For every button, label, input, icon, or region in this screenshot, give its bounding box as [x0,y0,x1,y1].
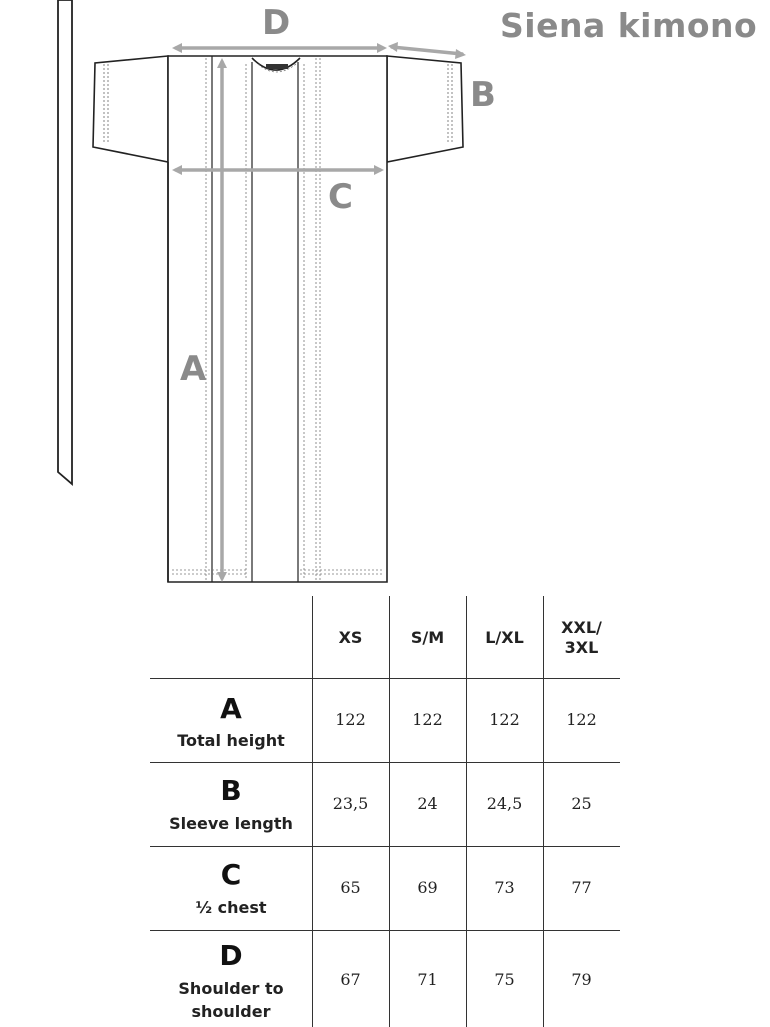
dimension-label-b: B [470,75,496,115]
cell-b-sm: 24 [417,794,438,813]
size-table: XS S/M L/XL XXL/ 3XL A Total height 122 … [0,596,770,1027]
cell-a-sm: 122 [412,710,443,729]
cell-c-lxl: 73 [494,878,515,897]
neckline [251,57,301,71]
cell-a-xs: 122 [335,710,366,729]
product-title: Siena kimono [500,6,758,45]
cell-b-xs: 23,5 [332,794,369,813]
column-header-xxl3xl: XXL/ 3XL [561,618,602,657]
dimension-label-a: A [180,349,207,389]
measure-b-arrow [390,45,464,56]
cell-d-lxl: 75 [494,970,515,989]
belt [57,0,73,486]
cell-a-lxl: 122 [489,710,520,729]
cell-c-xs: 65 [340,878,361,897]
column-header-sm: S/M [410,628,445,647]
cell-b-xxl3xl: 25 [571,794,592,813]
dimension-label-c: C [328,177,353,217]
row-label-c: ½ chest [195,898,267,917]
cell-d-xs: 67 [340,970,361,989]
row-letter-d: D [219,939,243,972]
kimono-body [167,55,388,583]
column-header-xs: XS [338,628,363,647]
row-letter-a: A [220,692,242,725]
row-label-b: Sleeve length [169,814,293,833]
row-letter-b: B [220,774,242,807]
cell-a-xxl3xl: 122 [566,710,597,729]
cell-c-sm: 69 [417,878,438,897]
row-label-a: Total height [177,731,285,750]
cell-b-lxl: 24,5 [486,794,523,813]
row-letter-c: C [220,858,242,891]
neck-label [266,64,288,69]
row-label-d: Shoulder to shoulder [178,979,284,1021]
cell-d-sm: 71 [417,970,438,989]
dimension-label-d: D [262,3,291,43]
cell-c-xxl3xl: 77 [571,878,592,897]
column-header-lxl: L/XL [485,628,524,647]
cell-d-xxl3xl: 79 [571,970,592,989]
kimono-diagram [57,0,466,583]
